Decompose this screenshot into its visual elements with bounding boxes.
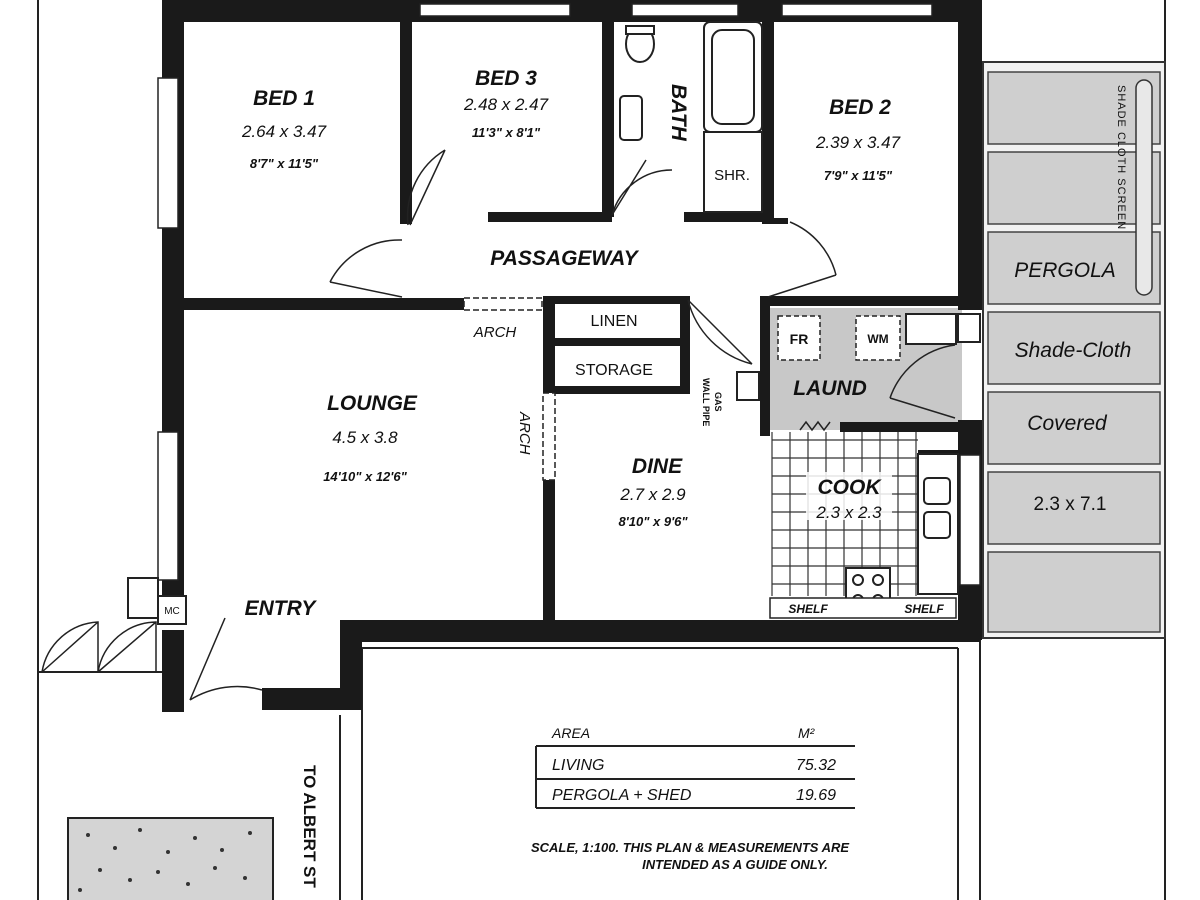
garden-bed bbox=[67, 817, 274, 900]
lounge-name: LOUNGE bbox=[327, 392, 418, 415]
cook-metric: 2.3 x 2.3 bbox=[815, 503, 882, 522]
pergola-panel bbox=[987, 71, 1161, 145]
shower-label: SHR. bbox=[714, 167, 750, 184]
dine-metric: 2.7 x 2.9 bbox=[619, 485, 686, 504]
sink bbox=[923, 477, 951, 505]
entry-label: ENTRY bbox=[245, 597, 318, 620]
m2-header: M² bbox=[798, 725, 816, 741]
trough bbox=[905, 313, 957, 345]
basin bbox=[619, 95, 643, 141]
passageway-label: PASSAGEWAY bbox=[490, 247, 639, 270]
area-header: AREA bbox=[551, 725, 590, 741]
bed2-metric: 2.39 x 3.47 bbox=[815, 133, 901, 152]
living-label: LIVING bbox=[552, 757, 604, 774]
scale-note-line2: INTENDED AS A GUIDE ONLY. bbox=[642, 857, 828, 872]
linen-label: LINEN bbox=[590, 313, 637, 330]
pergola-panel bbox=[987, 471, 1161, 545]
room-bath: BATH SHR. bbox=[667, 84, 750, 184]
pergola-panel bbox=[987, 311, 1161, 385]
scale-note: SCALE, 1:100. THIS PLAN & MEASUREMENTS A… bbox=[531, 840, 849, 872]
laund-name: LAUND bbox=[793, 377, 867, 400]
pergola-dims: 2.3 x 7.1 bbox=[1034, 494, 1107, 515]
bed3-name: BED 3 bbox=[475, 67, 537, 90]
meter-box bbox=[127, 577, 159, 619]
bed2-imperial: 7'9" x 11'5" bbox=[824, 168, 893, 183]
lounge-imperial: 14'10" x 12'6" bbox=[323, 469, 407, 484]
windows bbox=[157, 3, 981, 586]
pergola-covered-label: Covered bbox=[1027, 412, 1108, 435]
scale-note-line1: SCALE, 1:100. THIS PLAN & MEASUREMENTS A… bbox=[531, 840, 849, 855]
gas-meter-box bbox=[736, 371, 760, 401]
shelf-label-right: SHELF bbox=[904, 602, 944, 616]
bed1-imperial: 8'7" x 11'5" bbox=[250, 156, 319, 171]
dine-name: DINE bbox=[632, 455, 683, 478]
bed3-imperial: 11'3" x 8'1" bbox=[472, 125, 541, 140]
arches bbox=[463, 297, 556, 481]
room-cook: COOK 2.3 x 2.3 bbox=[806, 472, 892, 522]
pergola-panel bbox=[987, 551, 1161, 633]
arch-label-top: ARCH bbox=[473, 324, 517, 341]
washer-label: WM bbox=[867, 332, 888, 346]
arch-label-side: ARCH bbox=[516, 411, 533, 455]
living-value: 75.32 bbox=[796, 757, 836, 774]
street-label: TO ALBERT ST bbox=[300, 765, 319, 888]
wall-pipe-label: WALL PIPE bbox=[701, 378, 711, 426]
bath-name: BATH bbox=[667, 84, 690, 142]
shelf-label-left: SHELF bbox=[788, 602, 828, 616]
pergola-shed-value: 19.69 bbox=[796, 787, 836, 804]
pergola-shade-label: Shade-Cloth bbox=[1015, 339, 1132, 362]
meter-label: MC bbox=[164, 606, 180, 617]
pergola-shed-label: PERGOLA + SHED bbox=[552, 787, 692, 804]
doors bbox=[41, 149, 956, 701]
room-bed3: BED 3 2.48 x 2.47 11'3" x 8'1" bbox=[463, 67, 549, 140]
bed1-name: BED 1 bbox=[253, 87, 315, 110]
storage-label: STORAGE bbox=[575, 362, 653, 379]
room-lounge: LOUNGE 4.5 x 3.8 14'10" x 12'6" bbox=[323, 392, 418, 484]
pergola-panel bbox=[987, 391, 1161, 465]
room-bed1: BED 1 2.64 x 3.47 8'7" x 11'5" bbox=[241, 87, 327, 171]
bed2-name: BED 2 bbox=[829, 96, 891, 119]
gas-label: GAS bbox=[713, 392, 723, 412]
bed3-metric: 2.48 x 2.47 bbox=[463, 95, 549, 114]
pergola-side-text: SHADE CLOTH SCREEN bbox=[1115, 85, 1127, 230]
dine-imperial: 8'10" x 9'6" bbox=[618, 514, 688, 529]
cook-name: COOK bbox=[818, 476, 883, 499]
pergola-area: SHADE CLOTH SCREEN PERGOLA Shade-Cloth C… bbox=[982, 61, 1166, 639]
bed1-metric: 2.64 x 3.47 bbox=[241, 122, 327, 141]
pergola-panel bbox=[987, 151, 1161, 225]
pergola-panel bbox=[987, 231, 1161, 305]
gas-pipe-label: GAS WALL PIPE bbox=[701, 378, 723, 426]
shower bbox=[703, 131, 763, 213]
room-dine: DINE 2.7 x 2.9 8'10" x 9'6" bbox=[618, 455, 688, 529]
area-table: AREA M² LIVING 75.32 PERGOLA + SHED 19.6… bbox=[535, 725, 855, 809]
lounge-metric: 4.5 x 3.8 bbox=[332, 428, 398, 447]
laundry-fixtures: FR WM bbox=[777, 313, 981, 361]
fridge-label: FR bbox=[790, 331, 809, 347]
room-bed2: BED 2 2.39 x 3.47 7'9" x 11'5" bbox=[815, 96, 901, 183]
kitchen-fixtures bbox=[769, 420, 959, 619]
bathroom-fixtures bbox=[619, 21, 763, 213]
pergola-label: PERGOLA bbox=[1014, 259, 1116, 282]
